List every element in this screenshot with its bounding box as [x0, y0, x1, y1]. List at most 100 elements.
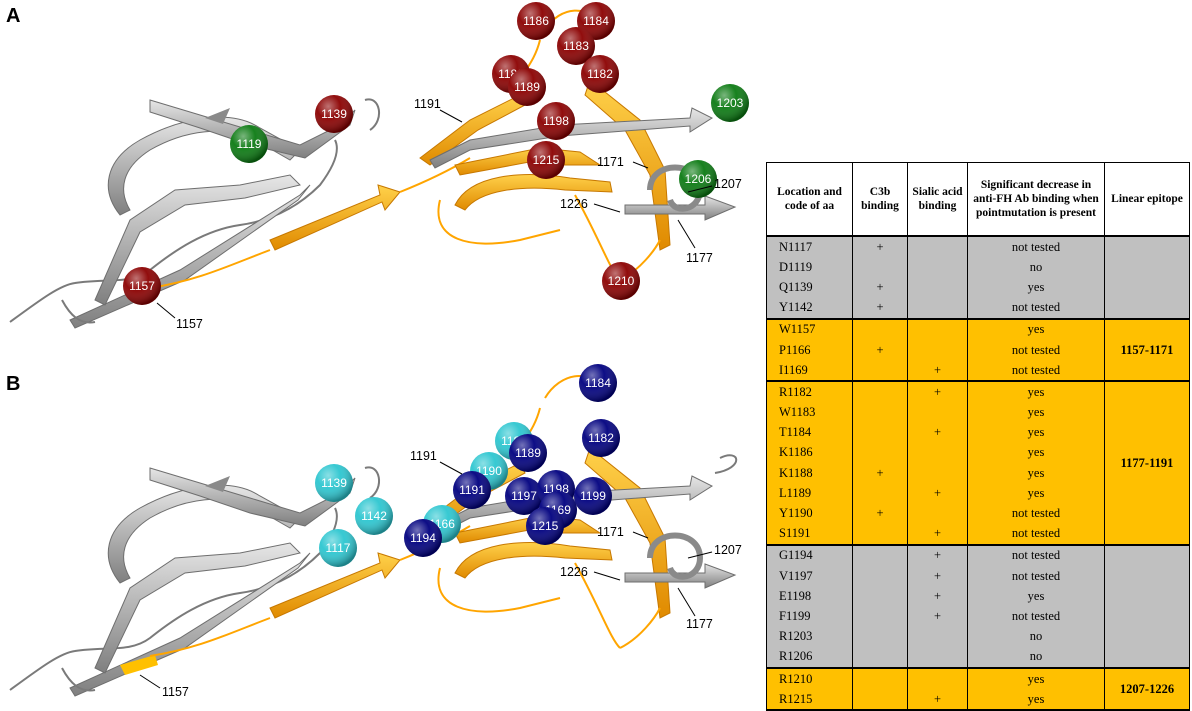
panel-b-residue-label-1117: 1117: [326, 541, 351, 555]
panel-a-residue-label-1189: 1189: [514, 80, 540, 94]
cell-location: R1182: [766, 380, 853, 403]
cell-c3b: [852, 442, 908, 464]
cell-location: Y1190: [766, 503, 853, 524]
panel-a-letter: A: [6, 5, 20, 27]
panel-b-label-1207: 1207: [714, 543, 742, 557]
cell-decrease: yes: [967, 689, 1105, 711]
cell-c3b: [852, 586, 908, 607]
cell-location: R1210: [766, 666, 853, 690]
cell-location: R1206: [766, 646, 853, 669]
cell-decrease: yes: [967, 463, 1105, 484]
table-row: F1199+not tested: [766, 606, 1190, 627]
cell-location: Y1142: [766, 297, 853, 320]
panel-b-residue-sphere-1215: 1215: [526, 507, 564, 545]
cell-linear-epitope: 1207-1226: [1104, 666, 1190, 711]
panel-a-residue-sphere-1186: 1186: [517, 2, 555, 40]
panel-a-residue-label-1184: 1184: [583, 14, 609, 28]
cell-sialic: [907, 402, 968, 423]
cell-sialic: [907, 646, 968, 669]
panel-a-residue-sphere-1157: 1157: [123, 267, 161, 305]
panel-b-residue-label-1191: 1191: [459, 483, 485, 497]
cell-decrease: not tested: [967, 339, 1105, 361]
panel-a-residue-label-1186: 1186: [523, 14, 549, 28]
panel-a-residue-label-1183: 1183: [563, 39, 589, 53]
cell-decrease: no: [967, 626, 1105, 647]
panel-a-label-1191: 1191: [414, 97, 441, 111]
residue-spheres-b: 1184118211881189119011911197119811991169…: [315, 364, 620, 567]
panel-b-residue-label-1142: 1142: [361, 509, 387, 523]
cell-c3b: [852, 646, 908, 669]
cell-location: L1189: [766, 483, 853, 504]
cell-decrease: yes: [967, 586, 1105, 607]
cell-c3b: [852, 523, 908, 546]
cell-decrease: yes: [967, 666, 1105, 690]
cell-location: K1186: [766, 442, 853, 464]
cell-sialic: +: [907, 586, 968, 607]
panel-b-residue-sphere-1139: 1139: [315, 464, 353, 502]
cell-sialic: +: [907, 360, 968, 383]
cell-location: K1188: [766, 463, 853, 484]
cell-location: E1198: [766, 586, 853, 607]
cell-sialic: [907, 234, 968, 258]
table-row: V1197+not tested: [766, 566, 1190, 587]
header-sialic: Sialic acid binding: [907, 162, 968, 237]
panel-a-residue-label-1119: 1119: [237, 137, 262, 151]
table-row: K1188+yes: [766, 463, 1190, 484]
cell-c3b: +: [852, 339, 908, 361]
cell-c3b: [852, 689, 908, 711]
residue-table: Location and code of aa C3b binding Sial…: [766, 162, 1190, 711]
panel-b-label-1177: 1177: [686, 617, 713, 631]
panel-b-label-1171: 1171: [597, 525, 624, 539]
protein-ribbon-a: [9, 9, 738, 329]
panel-a-residue-label-1157: 1157: [129, 279, 155, 293]
cell-decrease: no: [967, 257, 1105, 278]
panel-b-residue-label-1182: 1182: [588, 431, 614, 445]
cell-location: F1199: [766, 606, 853, 627]
cell-decrease: no: [967, 646, 1105, 669]
panel-a-residue-sphere-1119: 1119: [230, 125, 268, 163]
table-row: T1184+yes: [766, 422, 1190, 443]
panel-a-residue-sphere-1203: 1203: [711, 84, 749, 122]
cell-sialic: [907, 339, 968, 361]
cell-sialic: [907, 277, 968, 298]
cell-linear-epitope: 1157-1171: [1104, 317, 1190, 383]
cell-location: T1184: [766, 422, 853, 443]
panel-b-label-1157: 1157: [162, 685, 189, 699]
cell-c3b: [852, 317, 908, 340]
cell-decrease: yes: [967, 317, 1105, 340]
cell-decrease: not tested: [967, 360, 1105, 383]
cell-sialic: +: [907, 483, 968, 504]
cell-location: R1203: [766, 626, 853, 647]
panel-a-label-1226: 1226: [560, 197, 588, 211]
cell-sialic: +: [907, 543, 968, 566]
panel-b-residue-sphere-1191: 1191: [453, 471, 491, 509]
table-row: R1206 no: [766, 646, 1190, 669]
cell-decrease: yes: [967, 483, 1105, 504]
cell-sialic: +: [907, 566, 968, 587]
cell-decrease: not tested: [967, 543, 1105, 566]
panel-a-residue-label-1182: 1182: [587, 67, 613, 81]
cell-c3b: [852, 402, 908, 423]
table-header-row: Location and code of aa C3b binding Sial…: [766, 162, 1190, 237]
cell-decrease: not tested: [967, 234, 1105, 258]
table-row: Q1139+yes: [766, 277, 1190, 298]
panel-b-residue-label-1197: 1197: [511, 489, 537, 503]
cell-sialic: [907, 626, 968, 647]
panel-a-residue-sphere-1206: 1206: [679, 160, 717, 198]
cell-decrease: not tested: [967, 523, 1105, 546]
cell-sialic: [907, 297, 968, 320]
panel-b-residue-label-1194: 1194: [410, 531, 436, 545]
table-row: P1166+not tested: [766, 339, 1190, 361]
panel-b-residue-label-1139: 1139: [321, 476, 347, 490]
cell-c3b: +: [852, 297, 908, 320]
panel-b-residue-label-1184: 1184: [585, 376, 611, 390]
panel-b-residue-sphere-1117: 1117: [319, 529, 357, 567]
cell-sialic: +: [907, 523, 968, 546]
